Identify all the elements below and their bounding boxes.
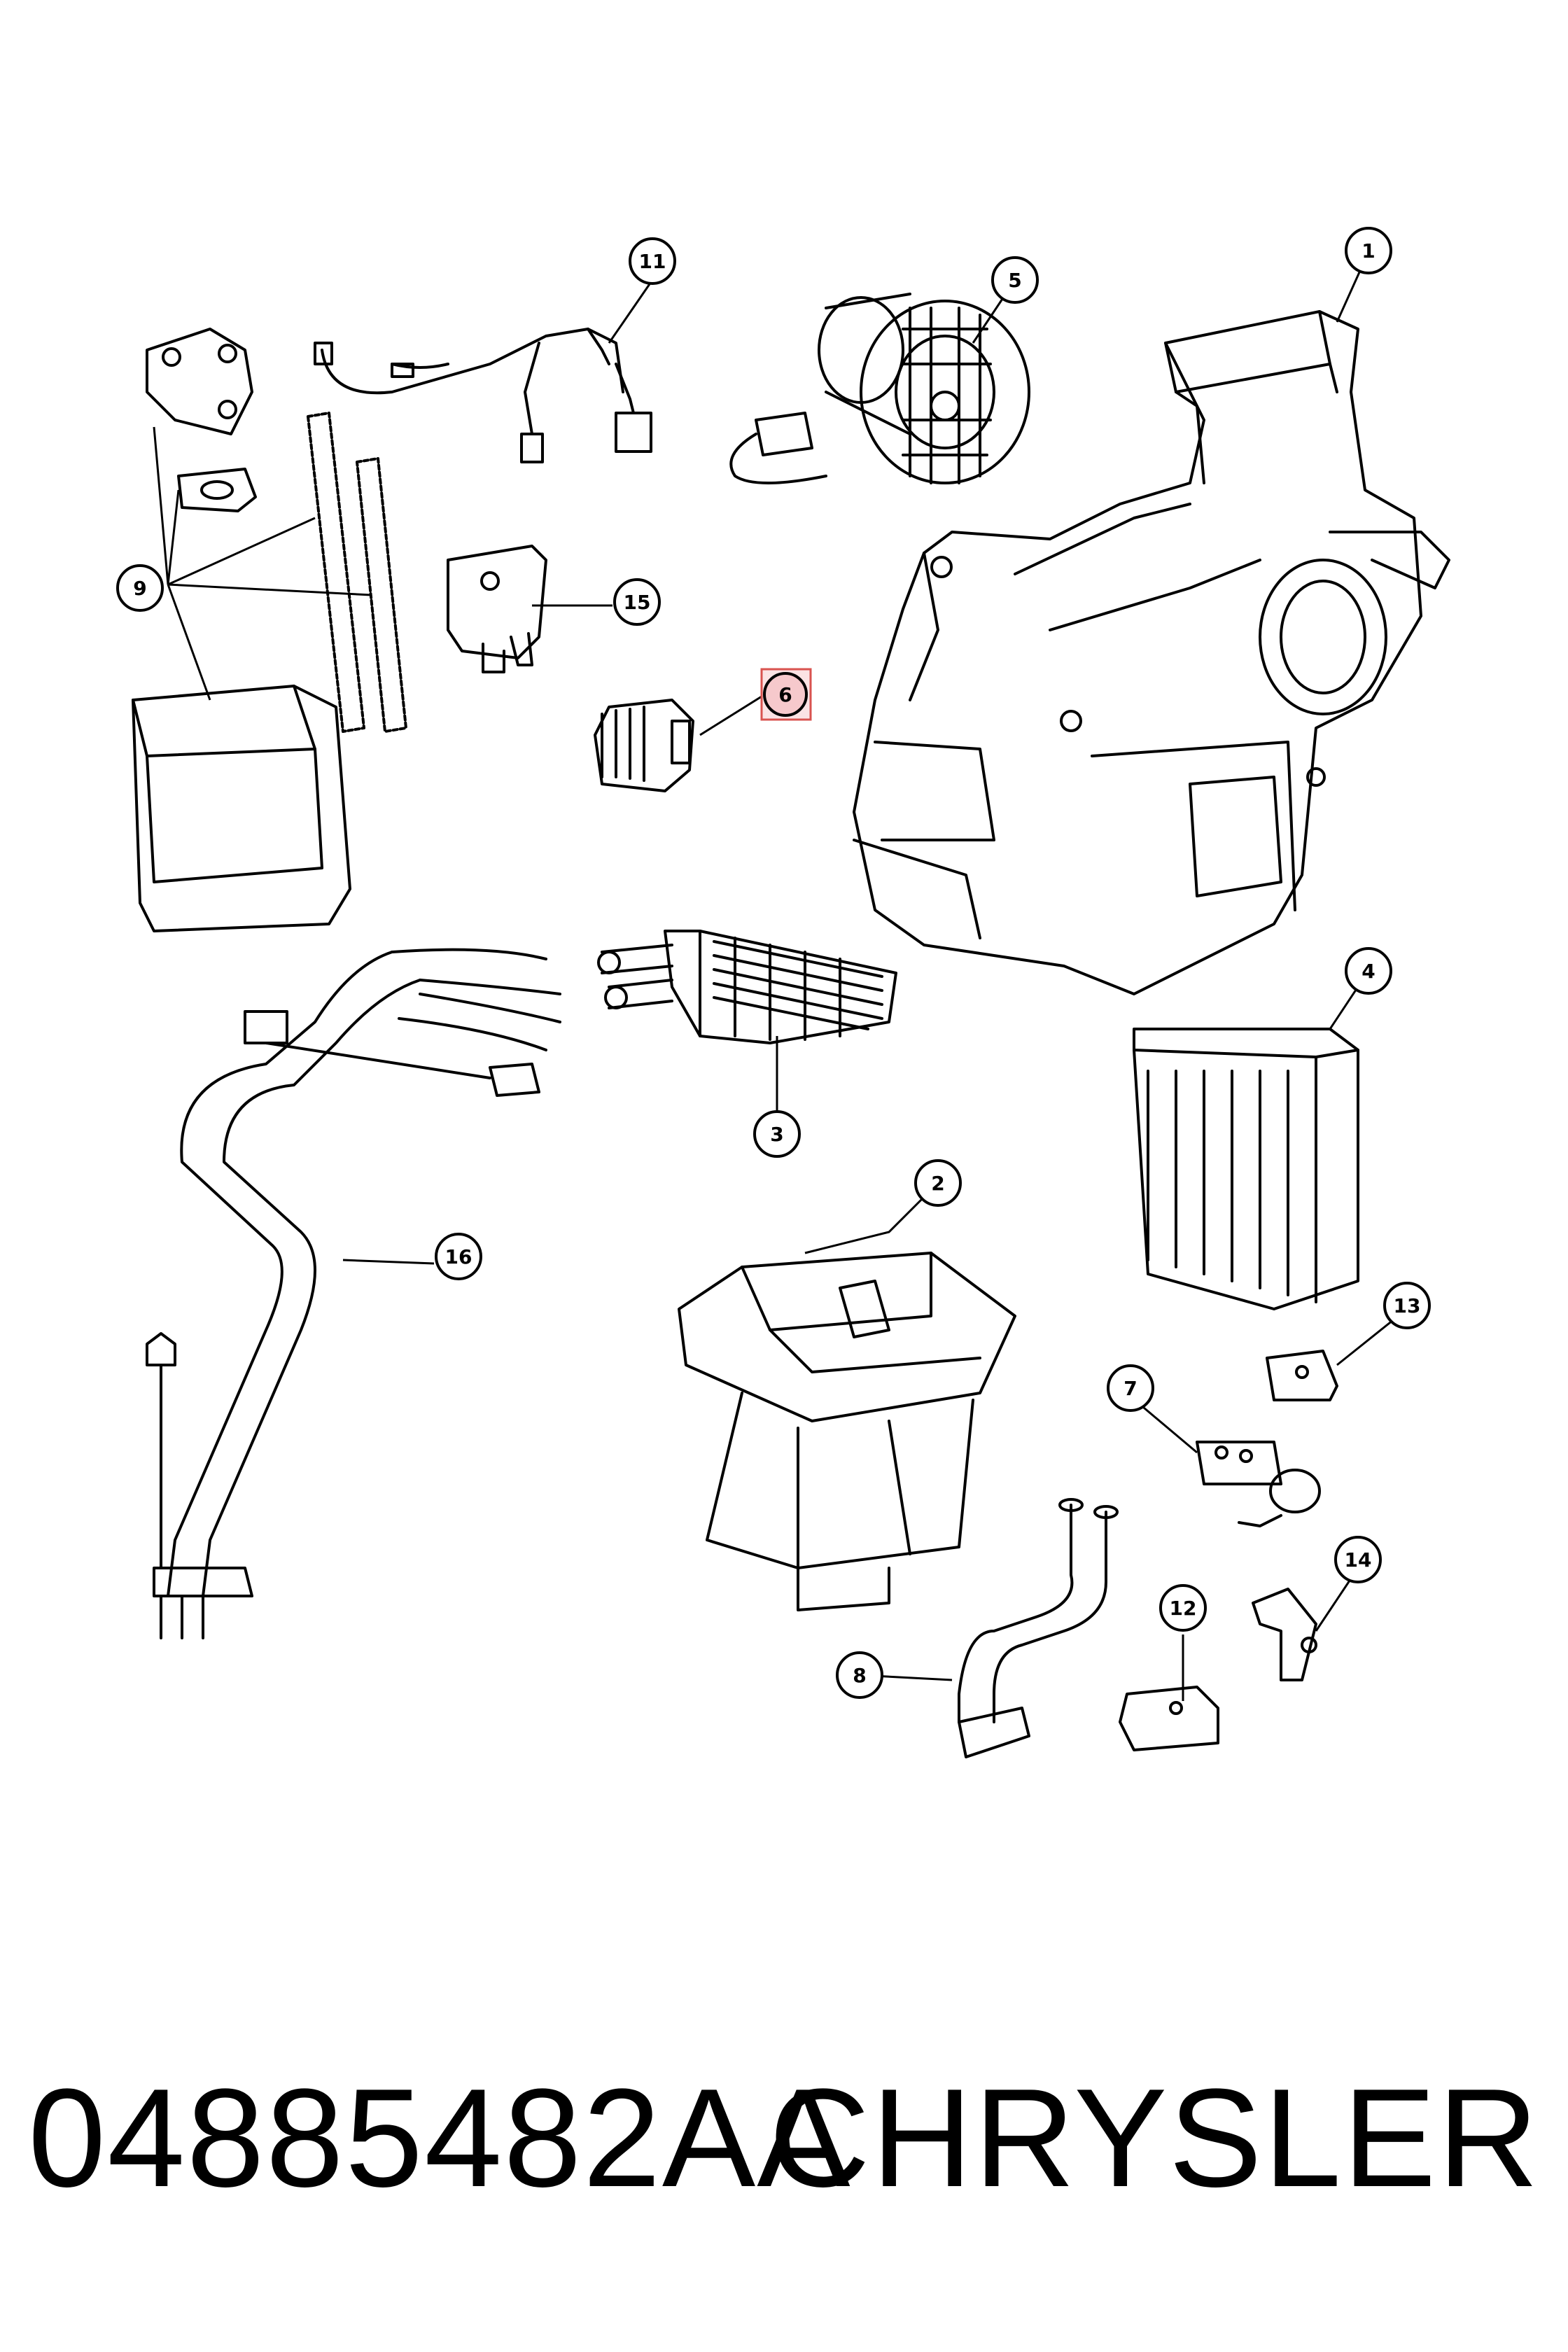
heater-hoses-part bbox=[146, 948, 561, 1639]
callout-5-label: 5 bbox=[1008, 269, 1021, 292]
callout-16-label: 16 bbox=[445, 1245, 472, 1268]
callout-5: 5 bbox=[991, 256, 1039, 304]
callout-15-label: 15 bbox=[624, 591, 651, 614]
hvac-housing-part bbox=[853, 310, 1450, 995]
blower-motor-part bbox=[729, 293, 1030, 484]
callout-14: 14 bbox=[1334, 1536, 1382, 1583]
callout-1-label: 1 bbox=[1362, 239, 1375, 262]
callout-8-label: 8 bbox=[853, 1664, 866, 1687]
callout-7: 7 bbox=[1107, 1364, 1154, 1412]
callouts: 1 2 3 4 5 6 7 8 bbox=[116, 227, 1431, 1699]
callout-3-label: 3 bbox=[770, 1123, 783, 1146]
callout-15: 15 bbox=[613, 578, 661, 626]
callout-4-label: 4 bbox=[1362, 960, 1375, 983]
expansion-valve-part bbox=[1196, 1441, 1321, 1527]
leader-lines bbox=[153, 251, 1408, 1701]
callout-2-label: 2 bbox=[931, 1172, 944, 1195]
callout-9: 9 bbox=[116, 564, 164, 612]
ac-line-part bbox=[958, 1498, 1119, 1758]
wiring-harness-part bbox=[314, 328, 652, 463]
callout-6-highlighted[interactable]: 6 bbox=[760, 668, 812, 721]
callout-16: 16 bbox=[435, 1233, 482, 1280]
callout-3: 3 bbox=[753, 1110, 801, 1158]
callout-11-label: 11 bbox=[639, 250, 666, 273]
callout-12-label: 12 bbox=[1170, 1597, 1197, 1620]
heater-core-part bbox=[597, 930, 897, 1044]
callout-13: 13 bbox=[1383, 1282, 1431, 1329]
callout-4: 4 bbox=[1345, 947, 1392, 995]
callout-11: 11 bbox=[629, 237, 676, 285]
callout-12: 12 bbox=[1159, 1584, 1207, 1632]
evaporator-part bbox=[1133, 1028, 1359, 1310]
part-number: 04885482AA bbox=[28, 2060, 852, 2216]
actuator-part bbox=[447, 545, 547, 673]
callout-8: 8 bbox=[836, 1651, 883, 1699]
callout-2: 2 bbox=[914, 1159, 962, 1207]
lower-housing-part bbox=[678, 1252, 1016, 1611]
callout-9-label: 9 bbox=[133, 577, 146, 600]
callout-14-label: 14 bbox=[1345, 1548, 1372, 1572]
foam-seals-part bbox=[132, 328, 407, 932]
block-12-part bbox=[1119, 1686, 1219, 1751]
callout-13-label: 13 bbox=[1394, 1294, 1421, 1317]
callout-1: 1 bbox=[1345, 227, 1392, 274]
bracket-14-part bbox=[1252, 1588, 1317, 1681]
callout-6-label: 6 bbox=[778, 683, 792, 706]
callout-7-label: 7 bbox=[1124, 1377, 1137, 1400]
blower-resistor-part bbox=[594, 699, 694, 792]
parts-diagram: 1 2 3 4 5 6 7 8 bbox=[116, 227, 1450, 1758]
brand-name: CHRYSLER bbox=[769, 2060, 1540, 2216]
bracket-13-part bbox=[1266, 1350, 1338, 1401]
